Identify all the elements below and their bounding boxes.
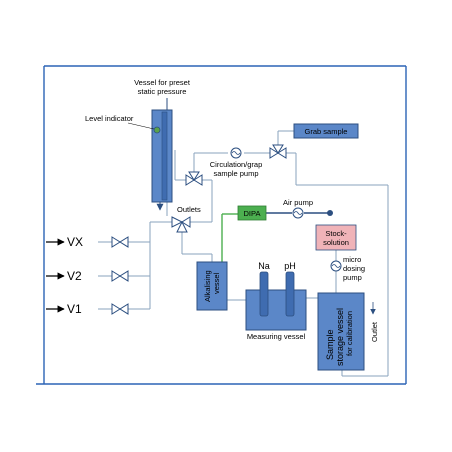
inlet-vx-label: VX bbox=[67, 235, 83, 249]
inlet-arrows bbox=[46, 238, 65, 313]
vessel-preset-label-2: static pressure bbox=[138, 87, 187, 96]
diagram-frame bbox=[36, 65, 407, 385]
sample-storage-vessel bbox=[317, 292, 365, 371]
alkalising-vessel bbox=[196, 261, 228, 311]
na-electrode bbox=[259, 271, 269, 317]
vessel-preset-label-1: Vessel for preset bbox=[134, 78, 191, 87]
ph-electrode bbox=[285, 271, 295, 317]
level-indicator-dot bbox=[153, 126, 161, 134]
alkalising-label-2: vessel bbox=[212, 272, 221, 294]
inlet-v1-label: V1 bbox=[67, 302, 82, 316]
piping bbox=[98, 130, 389, 377]
ph-label: pH bbox=[284, 261, 296, 271]
air-line bbox=[266, 210, 333, 216]
grab-sample-label: Grab sample bbox=[305, 127, 348, 136]
alkalising-label-1: Alkalising bbox=[203, 270, 212, 302]
dipa-box bbox=[237, 205, 267, 221]
stock-solution-label-2: solution bbox=[323, 238, 349, 247]
micro-pump-label-3: pump bbox=[343, 273, 362, 282]
level-indicator-label: Level indicator bbox=[85, 114, 134, 123]
circulation-pump[interactable] bbox=[230, 147, 242, 159]
circulation-pump-label-1: Circulation/grap bbox=[210, 160, 263, 169]
outlet-label: Outlet bbox=[370, 321, 379, 342]
valve-lower[interactable] bbox=[171, 216, 191, 233]
micro-dosing-pump[interactable] bbox=[330, 260, 342, 272]
stock-solution-box bbox=[315, 224, 357, 251]
air-pump-label: Air pump bbox=[283, 198, 313, 207]
na-label: Na bbox=[258, 261, 270, 271]
dipa-line bbox=[221, 213, 238, 262]
outlets-label: Outlets bbox=[177, 205, 201, 214]
sample-storage-label-1: Sample bbox=[325, 329, 335, 360]
valve-vx[interactable] bbox=[111, 236, 129, 248]
valve-upper[interactable] bbox=[185, 171, 203, 186]
valve-v1[interactable] bbox=[111, 303, 129, 315]
air-pump[interactable] bbox=[292, 207, 304, 219]
measuring-vessel-label: Measuring vessel bbox=[247, 332, 306, 341]
micro-pump-label-1: micro bbox=[343, 255, 361, 264]
sample-storage-label-2: storage vessel bbox=[335, 308, 345, 366]
valve-v2[interactable] bbox=[111, 270, 129, 282]
dipa-label: DIPA bbox=[244, 209, 261, 218]
preset-pressure-vessel bbox=[151, 98, 173, 211]
valve-right[interactable] bbox=[269, 144, 287, 159]
sample-storage-label-3: for calibration bbox=[345, 311, 354, 356]
grab-sample-box bbox=[293, 123, 359, 139]
measuring-vessel bbox=[245, 289, 307, 331]
micro-pump-label-2: dosing bbox=[343, 264, 365, 273]
inlet-v2-label: V2 bbox=[67, 269, 82, 283]
stock-solution-label-1: Stock- bbox=[325, 229, 347, 238]
circulation-pump-label-2: sample pump bbox=[213, 169, 258, 178]
